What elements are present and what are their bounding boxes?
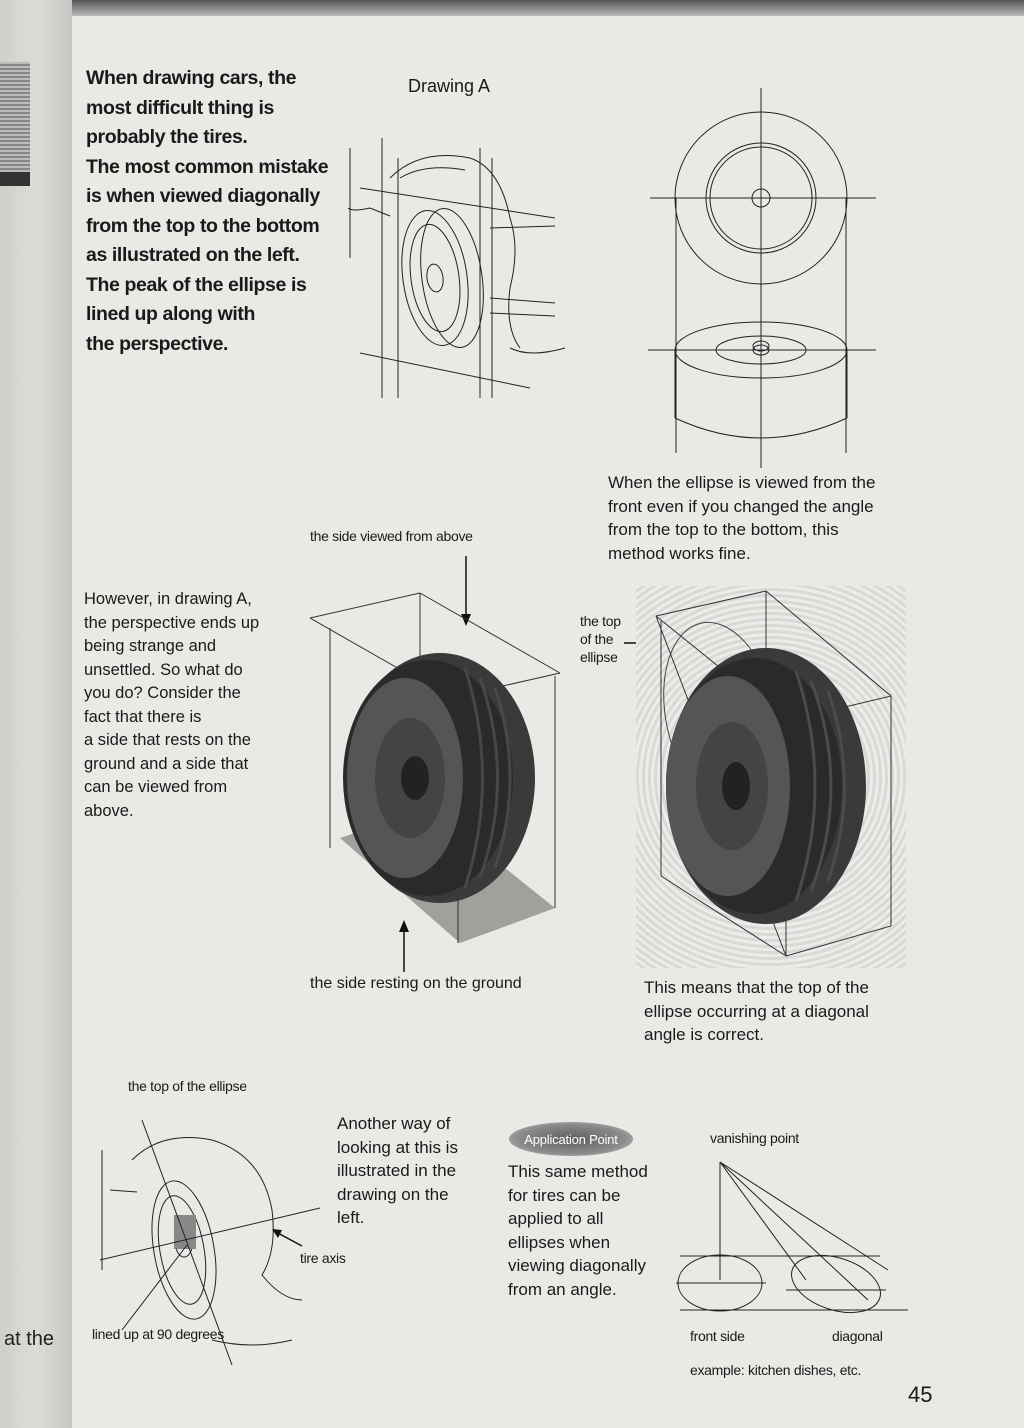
side-above-label: the side viewed from above bbox=[310, 528, 473, 544]
top-of-ellipse-label: the top of the ellipse bbox=[580, 612, 621, 666]
intro-line: is when viewed diagonally bbox=[86, 182, 326, 212]
intro-line: The peak of the ellipse is bbox=[86, 271, 326, 301]
front-view-text: When the ellipse is viewed from the fron… bbox=[608, 471, 938, 565]
spine-pattern bbox=[0, 62, 30, 182]
text-line: left. bbox=[337, 1206, 497, 1230]
text-line: from an angle. bbox=[508, 1278, 688, 1302]
tire-photo-box-left bbox=[310, 588, 570, 948]
text-line: When the ellipse is viewed from the bbox=[608, 471, 938, 495]
text-line: the perspective ends up bbox=[84, 612, 284, 636]
page-top-edge bbox=[0, 0, 1024, 16]
label-line: of the bbox=[580, 630, 621, 648]
intro-line: When drawing cars, the bbox=[86, 64, 326, 94]
front-view-wheel-diagram bbox=[648, 88, 880, 468]
intro-line: as illustrated on the left. bbox=[86, 241, 326, 271]
text-line: front even if you changed the angle bbox=[608, 495, 938, 519]
text-line: being strange and bbox=[84, 635, 284, 659]
another-way-paragraph: Another way of looking at this is illust… bbox=[337, 1112, 497, 1230]
book-spine bbox=[0, 0, 72, 1428]
text-line: fact that there is bbox=[84, 706, 284, 730]
text-line: for tires can be bbox=[508, 1184, 688, 1208]
application-paragraph: This same method for tires can be applie… bbox=[508, 1160, 688, 1301]
diagonal-label: diagonal bbox=[832, 1328, 883, 1344]
text-line: a side that rests on the bbox=[84, 729, 284, 753]
spine-text: at the bbox=[4, 1328, 54, 1351]
intro-line: most difficult thing is bbox=[86, 94, 326, 124]
tire-outer bbox=[394, 206, 476, 350]
label-line: ellipse bbox=[580, 648, 621, 666]
up-arrow-icon bbox=[396, 918, 412, 972]
drawing-a-caption: Drawing A bbox=[408, 76, 490, 97]
page-number: 45 bbox=[908, 1382, 932, 1408]
text-line: ellipse occurring at a diagonal bbox=[644, 1000, 924, 1024]
text-line: angle is correct. bbox=[644, 1023, 924, 1047]
tire-photo-box-right bbox=[636, 586, 906, 968]
text-line: Another way of bbox=[337, 1112, 497, 1136]
ground-label: the side resting on the ground bbox=[310, 972, 522, 996]
text-line: unsettled. So what do bbox=[84, 659, 284, 683]
text-line: This means that the top of the bbox=[644, 976, 924, 1000]
text-line: applied to all bbox=[508, 1207, 688, 1231]
however-paragraph: However, in drawing A, the perspective e… bbox=[84, 588, 284, 823]
text-line: viewing diagonally bbox=[508, 1254, 688, 1278]
intro-line: The most common mistake bbox=[86, 153, 326, 183]
text-line: above. bbox=[84, 800, 284, 824]
intro-line: lined up along with bbox=[86, 300, 326, 330]
diagonal-ellipse bbox=[784, 1245, 888, 1323]
lined-up-label: lined up at 90 degrees bbox=[92, 1326, 224, 1342]
application-point-badge: Application Point bbox=[509, 1122, 633, 1156]
text-line: can be viewed from bbox=[84, 776, 284, 800]
tire-axis-label: tire axis bbox=[300, 1250, 346, 1266]
vanishing-point-label: vanishing point bbox=[710, 1130, 799, 1146]
intro-line: the perspective. bbox=[86, 330, 326, 360]
vanishing-point-diagram bbox=[676, 1150, 912, 1330]
text-line: However, in drawing A, bbox=[84, 588, 284, 612]
text-line: method works fine. bbox=[608, 542, 938, 566]
drawing-a-wheel-sketch bbox=[330, 108, 570, 408]
door-line bbox=[348, 208, 390, 216]
spine-bar bbox=[0, 172, 30, 186]
text-line: drawing on the bbox=[337, 1183, 497, 1207]
intro-line: from the top to the bottom bbox=[86, 212, 326, 242]
hub bbox=[425, 263, 445, 293]
example-label: example: kitchen dishes, etc. bbox=[690, 1362, 861, 1378]
text-line: you do? Consider the bbox=[84, 682, 284, 706]
hub-shading bbox=[174, 1215, 196, 1249]
intro-paragraph: When drawing cars, the most difficult th… bbox=[86, 64, 326, 359]
tire-axis-arrow-icon bbox=[268, 1226, 304, 1248]
means-text: This means that the top of the ellipse o… bbox=[644, 976, 924, 1047]
intro-line: probably the tires. bbox=[86, 123, 326, 153]
text-line: from the top to the bottom, this bbox=[608, 518, 938, 542]
text-line: looking at this is bbox=[337, 1136, 497, 1160]
text-line: ellipses when bbox=[508, 1231, 688, 1255]
label-line: the top bbox=[580, 612, 621, 630]
text-line: This same method bbox=[508, 1160, 688, 1184]
text-line: illustrated in the bbox=[337, 1159, 497, 1183]
front-side-label: front side bbox=[690, 1328, 745, 1344]
bottom-top-of-ellipse-label: the top of the ellipse bbox=[128, 1078, 247, 1094]
text-line: ground and a side that bbox=[84, 753, 284, 777]
